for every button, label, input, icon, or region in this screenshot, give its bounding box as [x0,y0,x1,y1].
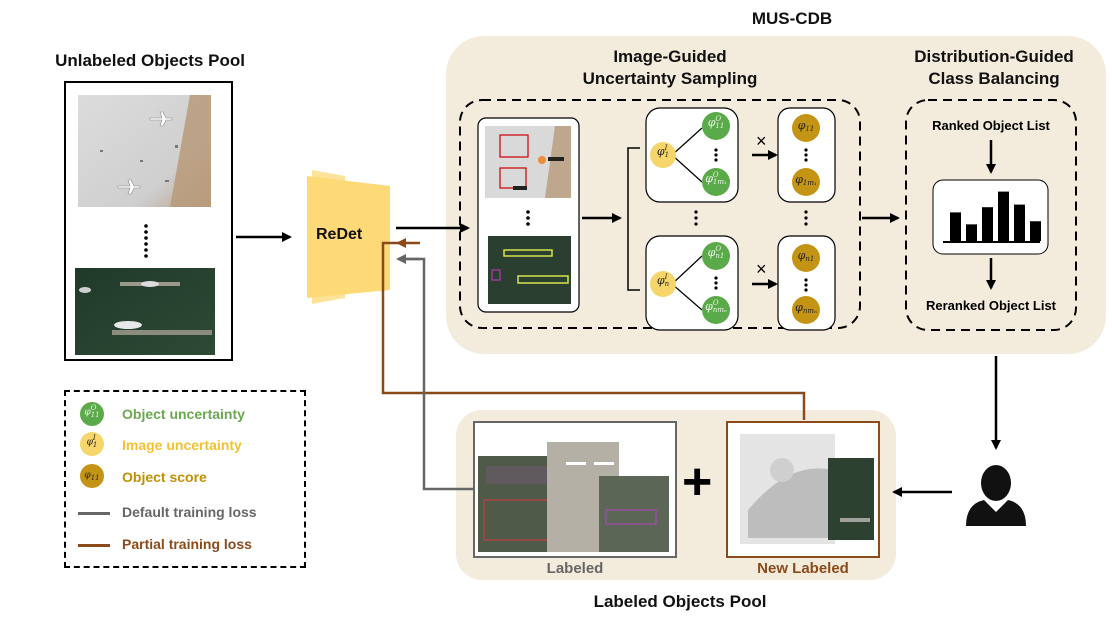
legend-image-uncertainty-icon [80,432,104,456]
image-stack-ellipsis [526,210,530,226]
balance-bar [982,207,993,241]
partial-loss-path [381,241,806,420]
dcb-title-line2: Class Balancing [928,69,1060,88]
balance-bar [1030,221,1041,241]
ius-title-line1: Image-Guided [613,47,727,66]
default-loss-path [402,257,474,491]
redet-block [307,170,390,304]
dcb-title-line1: Distribution-Guided [914,47,1074,66]
plus-sign: + [682,453,713,511]
airport-image [78,95,211,207]
balance-bar [1014,204,1025,241]
image-stack-box [477,117,580,313]
bottom-times-symbol: × [756,259,767,279]
balance-bar [966,224,977,241]
ranked-object-list: Ranked Object List [932,118,1050,133]
labeled-pool-title: Labeled Objects Pool [593,592,767,611]
score-circle-11 [792,114,820,142]
branch-brace [627,147,640,291]
balance-bar [950,212,961,241]
bottom-branch-line-1 [671,255,703,285]
legend-object-score-icon [80,464,104,488]
reranked-object-list: Reranked Object List [925,298,1057,313]
legend-partial-loss-line [78,544,110,547]
object-uncertainty-circle-1m [702,168,730,196]
score-circle-n1 [792,244,820,272]
legend-default-loss-line [78,512,110,515]
unlabeled-pool-box [64,81,233,361]
ius-title-line2: Uncertainty Sampling [582,69,758,88]
score-circle-1m [792,168,820,196]
score-1m-symbol: φ 1m₁ [795,173,817,187]
unlabeled-pool-title: Unlabeled Objects Pool [55,51,245,70]
annotator-person-icon [966,465,1026,526]
legend-object-score-label: Object score [122,469,207,485]
score-ellipses [804,148,808,292]
image-uncertainty-circle-top [650,142,676,168]
top-branch-line-1 [671,127,703,156]
top-times-symbol: × [756,131,767,151]
legend-image-uncertainty-label: Image uncertainty [122,437,242,453]
pool-ellipsis [144,224,148,258]
legend-default-loss-label: Default training loss [122,504,257,520]
diagram-title: MUS-CDB [751,9,833,28]
score-nm-symbol: φ nmₙ [795,301,817,315]
score-n1-symbol: φ n1 [797,249,815,263]
labeled-images-box [473,421,677,558]
object-uncertainty-circle-nm [702,296,730,324]
ius-title: Image-Guided Uncertainty Sampling [540,46,800,90]
legend-object-uncertainty-icon [80,402,104,426]
labeled-caption: Labeled [546,560,604,577]
legend-object-score-symbol: φ 11 [84,470,100,482]
dcb-title: Distribution-Guided Class Balancing [880,46,1108,90]
legend-object-uncertainty-label: Object uncertainty [122,406,245,422]
redet-label: ReDet [316,226,363,243]
score-11-symbol: φ 11 [797,119,815,133]
balance-bar [998,191,1009,241]
balance-chart-bars [950,191,1041,241]
branch-ellipses [694,148,718,290]
image-uncertainty-circle-bottom [650,271,676,297]
new-labeled-caption: New Labeled [757,560,849,577]
score-circle-nm [792,296,820,324]
bottom-branch-line-2 [671,283,703,311]
object-uncertainty-circle-n1 [702,242,730,270]
object-uncertainty-circle-11 [702,112,730,140]
harbor-image [75,268,215,355]
top-branch-line-2 [671,154,703,183]
legend-partial-loss-label: Partial training loss [122,536,252,552]
new-labeled-images-box [726,421,880,558]
dcb-dashed-box [905,99,1077,331]
